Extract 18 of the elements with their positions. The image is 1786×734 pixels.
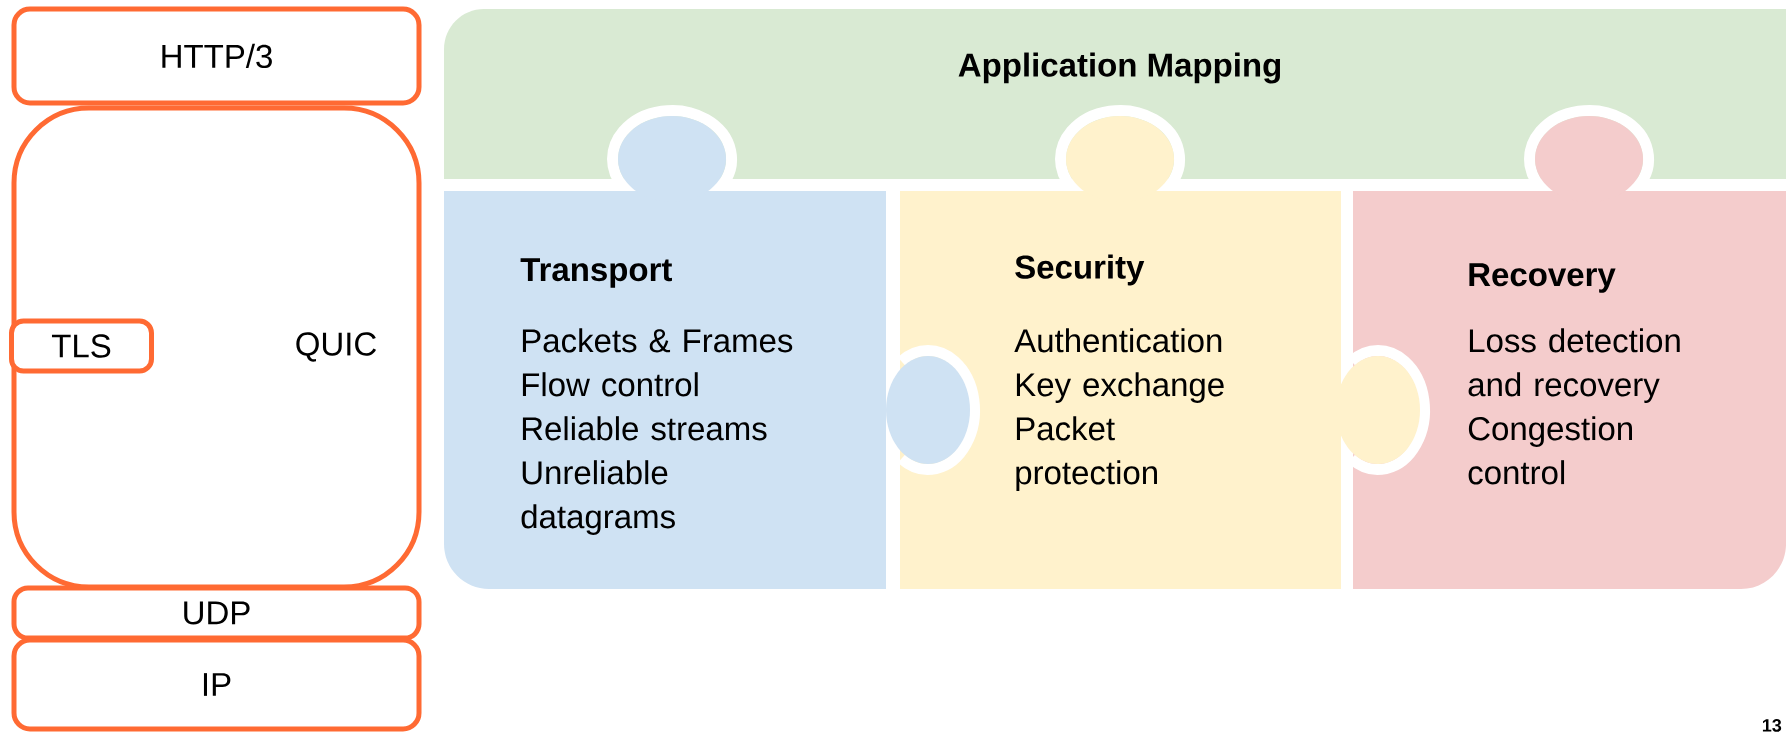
puzzle-piece	[444, 105, 980, 589]
node-label: Packets & Frames	[522, 328, 793, 353]
node-label: Flow control	[522, 372, 698, 397]
puzzle-piece	[1353, 105, 1786, 589]
piece-heading: Security	[1015, 254, 1145, 286]
feature-list: Packets & Frames Flow control Reliable streams Unreliable datagrams	[521, 328, 793, 535]
layer-box: IP	[11, 637, 422, 732]
layer-box: TLS	[9, 318, 154, 374]
node-label: Unreliable datagrams	[521, 460, 675, 535]
feature-list: Loss detection and recovery Congestion control	[1468, 328, 1680, 485]
page-number: 13	[1762, 719, 1782, 732]
puzzle-piece	[900, 105, 1430, 589]
feature-list: Authentication Key exchange Packet protection	[1014, 328, 1224, 491]
layer-box: HTTP/3	[11, 6, 422, 106]
piece-heading: Transport	[520, 258, 672, 288]
node-label: Reliable streams	[522, 416, 767, 441]
layer-box: UDP	[11, 585, 422, 641]
piece-heading: Recovery	[1469, 263, 1616, 293]
